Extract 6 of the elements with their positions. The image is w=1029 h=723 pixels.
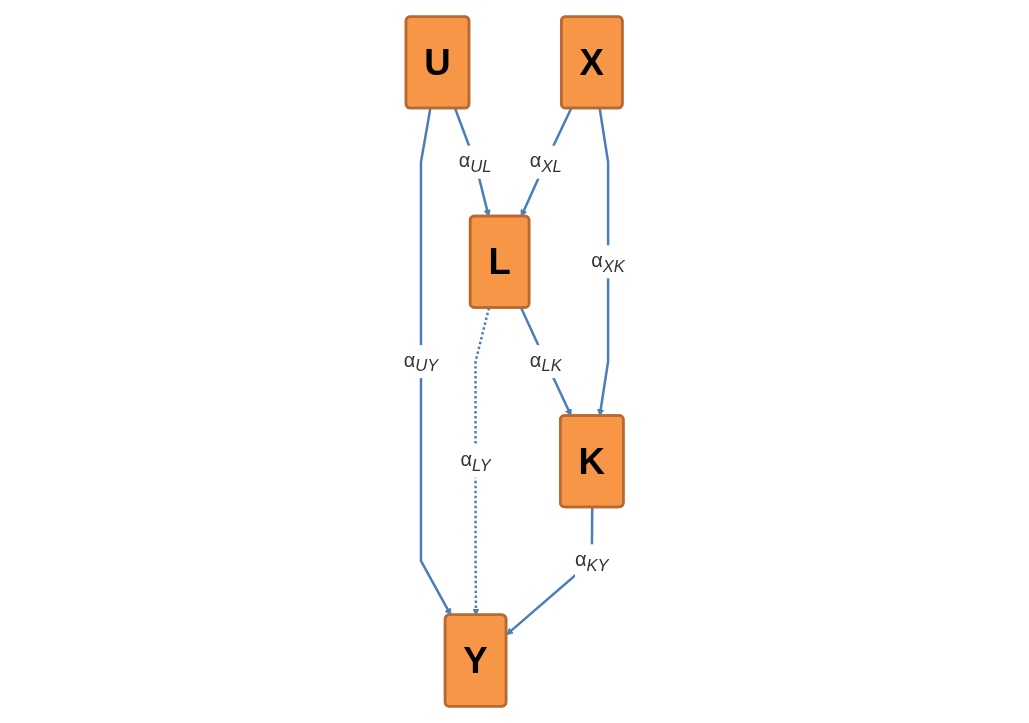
arrow — [419, 108, 452, 616]
edge-label: α$_{LK}$ — [530, 348, 562, 375]
edge-label: α$_{XK}$ — [591, 248, 626, 276]
edge-label: α$_{UL}$ — [458, 148, 492, 176]
arrow — [520, 108, 573, 217]
edge-label: α$_{XL}$ — [530, 148, 562, 176]
